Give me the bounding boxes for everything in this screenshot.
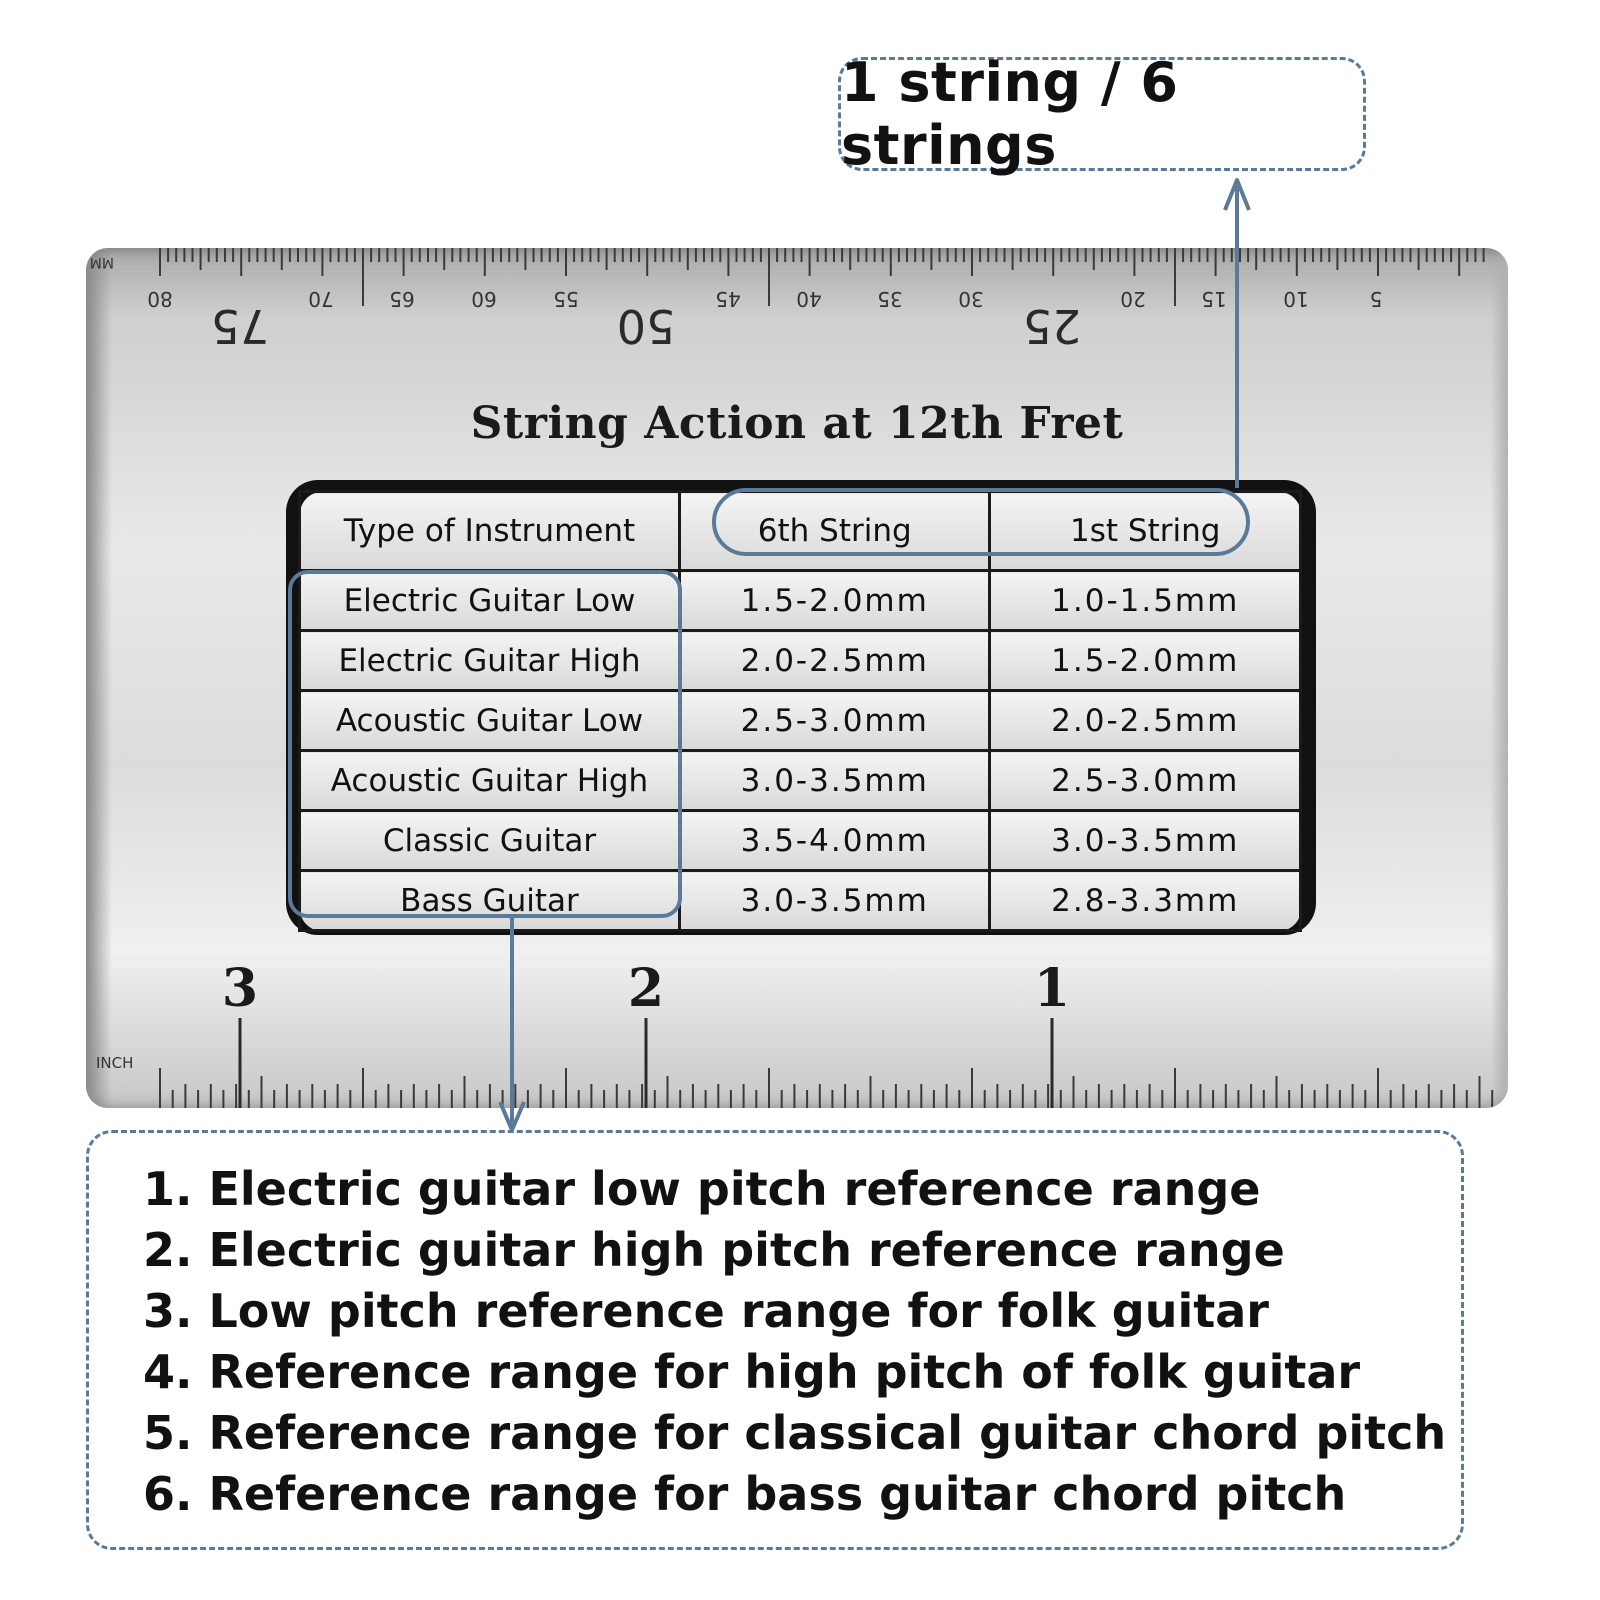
mm-big-labels: 75 50 25 [211, 299, 1082, 353]
mm-label: 80 [147, 287, 172, 311]
gauge-edge-left [86, 248, 112, 1108]
table-row: Electric Guitar High 2.0-2.5mm 1.5-2.0mm [298, 629, 1302, 692]
6th-string-cell: 1.5-2.0mm [677, 569, 992, 632]
mm-label: 45 [715, 287, 740, 311]
list-item: 6. Reference range for bass guitar chord… [143, 1467, 1347, 1521]
inch-label: 1 [1034, 958, 1070, 1019]
instrument-cell: Classic Guitar [298, 809, 681, 872]
list-item: 5. Reference range for classical guitar … [143, 1406, 1447, 1460]
header-1st-string: 1st String [988, 490, 1302, 572]
list-item: 2. Electric guitar high pitch reference … [143, 1223, 1285, 1277]
mm-big-label: 25 [1023, 299, 1082, 353]
6th-string-cell: 3.0-3.5mm [677, 869, 992, 932]
6th-string-cell: 3.5-4.0mm [677, 809, 992, 872]
1st-string-cell: 2.8-3.3mm [988, 869, 1302, 932]
instrument-cell: Electric Guitar Low [298, 569, 681, 632]
6th-string-cell: 2.0-2.5mm [677, 629, 992, 692]
1st-string-cell: 2.0-2.5mm [988, 689, 1302, 752]
callout-reference-list: 1. Electric guitar low pitch reference r… [86, 1130, 1464, 1550]
1st-string-cell: 2.5-3.0mm [988, 749, 1302, 812]
instrument-cell: Acoustic Guitar High [298, 749, 681, 812]
string-columns-highlight [712, 488, 1250, 556]
mm-big-label: 50 [617, 299, 676, 353]
mm-label: 20 [1120, 287, 1145, 311]
list-item: 1. Electric guitar low pitch reference r… [143, 1162, 1261, 1216]
mm-label: 30 [958, 287, 983, 311]
inch-label: 3 [222, 958, 258, 1019]
instrument-rows-highlight [288, 570, 682, 918]
reference-list: 1. Electric guitar low pitch reference r… [143, 1159, 1461, 1525]
callout-string-label: 1 string / 6 strings [838, 51, 1366, 177]
inch-label: 2 [628, 958, 664, 1019]
plate-title: String Action at 12th Fret [470, 398, 1124, 449]
1st-string-cell: 3.0-3.5mm [988, 809, 1302, 872]
1st-string-cell: 1.5-2.0mm [988, 629, 1302, 692]
list-item: 4. Reference range for high pitch of fol… [143, 1345, 1361, 1399]
mm-big-label: 75 [211, 299, 270, 353]
table-row: Electric Guitar Low 1.5-2.0mm 1.0-1.5mm [298, 569, 1302, 632]
instrument-cell: Bass Guitar [298, 869, 681, 932]
table-row: Classic Guitar 3.5-4.0mm 3.0-3.5mm [298, 809, 1302, 872]
mm-scale-ticks [159, 248, 1485, 306]
list-item: 3. Low pitch reference range for folk gu… [143, 1284, 1269, 1338]
mm-label: 35 [877, 287, 902, 311]
instrument-cell: Electric Guitar High [298, 629, 681, 692]
mm-label: 70 [308, 287, 333, 311]
mm-label: 10 [1283, 287, 1308, 311]
6th-string-cell: 3.0-3.5mm [677, 749, 992, 812]
header-instrument: Type of Instrument [298, 490, 681, 572]
mm-label: 55 [553, 287, 578, 311]
inch-scale-ticks [159, 1018, 1494, 1108]
mm-label: 15 [1201, 287, 1226, 311]
table-row: Acoustic Guitar High 3.0-3.5mm 2.5-3.0mm [298, 749, 1302, 812]
mm-label: 60 [471, 287, 496, 311]
mm-small-labels: 80 70 65 60 55 45 40 35 30 20 15 10 5 [147, 287, 1382, 311]
mm-label: 65 [389, 287, 414, 311]
callout-string-text: 1 string / 6 strings [841, 51, 1179, 177]
inch-unit-label: INCH [96, 1054, 133, 1072]
1st-string-cell: 1.0-1.5mm [988, 569, 1302, 632]
gauge-edge-right [1490, 248, 1508, 1108]
mm-label: 5 [1370, 287, 1383, 311]
mm-unit-label: MM [90, 254, 114, 270]
6th-string-cell: 2.5-3.0mm [677, 689, 992, 752]
mm-unit-label-group: MM [90, 254, 114, 270]
mm-label: 40 [796, 287, 821, 311]
instrument-cell: Acoustic Guitar Low [298, 689, 681, 752]
ruler-scales: MM 80 70 65 60 55 45 40 35 30 20 15 10 5… [90, 248, 1494, 1108]
